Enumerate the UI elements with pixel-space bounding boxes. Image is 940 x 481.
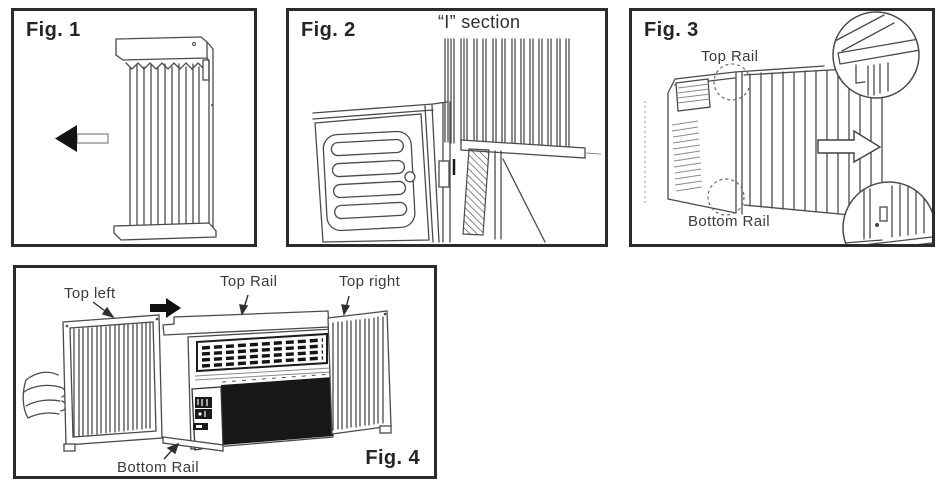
bottom-rail-drawing [162,436,224,452]
fig2-caption: Fig. 2 [301,19,356,41]
figure3-panel: Fig. 3 Top Rail Bottom Rail [629,8,935,247]
curtain-i-section-drawing [444,38,602,243]
top-rail-label: Top Rail [220,273,278,290]
fig1-illustration [55,36,217,241]
bottom-rail-label: Bottom Rail [117,459,199,476]
figure4-panel: Fig. 4 Top left Top Rail Top right Botto… [13,265,437,479]
left-curtain-drawing [62,314,163,452]
i-section-label: “I” section [438,12,521,32]
bottom-rail-label: Bottom Rail [688,213,770,230]
top-left-label: Top left [64,285,116,302]
label-leader-arrows [92,294,351,460]
fig3-caption: Fig. 3 [644,19,699,41]
fig1-caption: Fig. 1 [26,19,81,41]
top-rail-callout-circle [713,63,751,101]
insert-right-arrow-icon [150,298,181,318]
fig3-illustration [644,11,932,244]
slide-right-arrow-icon [817,129,882,164]
ac-unit-front-drawing [187,328,334,451]
top-rail-inset-magnifier [832,11,920,99]
top-rail-drawing [162,310,330,336]
ac-unit-side-drawing [644,71,743,215]
fig2-illustration [312,38,602,243]
top-right-label: Top right [339,273,401,290]
top-rail-label: Top Rail [701,48,759,65]
bottom-rail-inset-magnifier [842,181,932,244]
figure1-panel: Fig. 1 [11,8,257,247]
figure2-panel: Fig. 2 “I” section [286,8,608,247]
ac-unit-corner-drawing [312,101,456,243]
right-curtain-drawing [327,310,392,435]
bottom-rail-callout-circle [707,178,745,216]
fig4-illustration [22,294,392,460]
fig4-caption: Fig. 4 [365,447,420,469]
slide-left-arrow-icon [55,125,109,152]
curtain-panel-drawing [113,36,217,241]
hand-sketch [22,371,68,419]
